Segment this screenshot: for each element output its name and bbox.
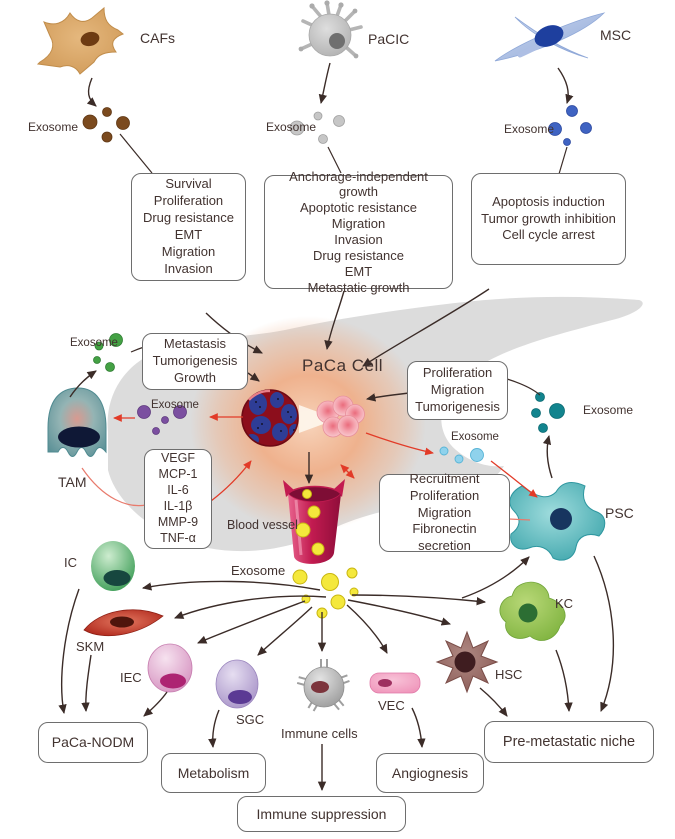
iec-cell	[147, 643, 193, 693]
immune-cell	[296, 659, 350, 712]
paca-tumor-cluster	[241, 389, 299, 447]
blood-vessel	[283, 479, 345, 564]
pacic-exosome-dots	[289, 111, 345, 144]
immune-suppression-box: Immune suppression	[237, 796, 406, 832]
skm-cell	[83, 609, 164, 637]
paca-exosome-effects-box: Recruitment Proliferation Migration Fibr…	[379, 471, 510, 553]
pacic-exosome-label: Exosome	[266, 120, 317, 134]
blood-exosome-dots	[292, 567, 359, 619]
blood-vessel-label: Blood vessel	[227, 518, 298, 532]
paca-pink-cluster	[316, 395, 365, 438]
psc-exosome-effects-box: Proliferation Migration Tumorigenesis	[407, 361, 508, 420]
ic-label: IC	[64, 555, 77, 570]
kc-cell	[499, 581, 566, 641]
pacic-effects-box: Anchorage-independent growth Apoptotic r…	[264, 169, 453, 295]
purple-exosome-label: Exosome	[151, 399, 199, 411]
red-arrows	[113, 413, 538, 502]
immune-cells-label: Immune cells	[281, 726, 358, 741]
cafs-label: CAFs	[140, 30, 175, 46]
psc-label: PSC	[605, 505, 634, 521]
paca-nodm-box: PaCa-NODM	[38, 722, 148, 763]
skm-label: SKM	[76, 639, 105, 654]
premetastatic-niche-box: Pre-metastatic niche	[484, 721, 654, 763]
purple-exosome-dots	[137, 405, 187, 435]
psc-exosome-dots	[531, 392, 565, 433]
msc-label: MSC	[600, 27, 632, 43]
metabolism-box: Metabolism	[161, 753, 266, 793]
tam-label: TAM	[58, 474, 87, 490]
lightblue-exosome-label: Exosome	[451, 431, 499, 443]
vec-label: VEC	[378, 698, 405, 713]
tam-cell	[47, 387, 107, 457]
tam-exosome-label: Exosome	[70, 337, 118, 349]
kc-label: KC	[555, 596, 574, 611]
caf-exosome-dots	[82, 107, 130, 143]
ic-cell	[91, 541, 135, 591]
msc-effects-box: Apoptosis induction Tumor growth inhibit…	[471, 173, 626, 265]
angiognesis-box: Angiognesis	[376, 753, 484, 793]
paca-cell-label: PaCa Cell	[302, 356, 384, 375]
psc-cell	[509, 482, 606, 561]
cytokines-box: VEGF MCP-1 IL-6 IL-1β MMP-9 TNF-α	[144, 449, 212, 549]
caf-exosome-label: Exosome	[28, 120, 79, 134]
caf-cell	[36, 6, 125, 75]
sgc-label: SGC	[236, 712, 265, 727]
connector-lines	[81, 133, 568, 521]
msc-cell	[494, 12, 606, 62]
blood-exosome-label: Exosome	[231, 563, 286, 578]
tam-exosome-effects-box: Metastasis Tumorigenesis Growth	[142, 333, 248, 390]
black-arrows	[58, 62, 615, 792]
hsc-label: HSC	[495, 667, 523, 682]
lightblue-exosome-dots	[439, 446, 484, 464]
msc-exosome-dots	[548, 105, 592, 146]
vec-cell	[369, 672, 421, 694]
pacic-cell	[298, 0, 363, 59]
sgc-cell	[215, 659, 259, 709]
psc-exosome-label: Exosome	[583, 403, 634, 417]
hsc-cell	[435, 630, 499, 694]
pacic-label: PaCIC	[368, 31, 410, 47]
msc-exosome-label: Exosome	[504, 122, 555, 136]
iec-label: IEC	[120, 670, 142, 685]
tumor-wedge	[299, 405, 337, 433]
tam-exosome-dots	[93, 333, 123, 372]
cafs-effects-box: Survival Proliferation Drug resistance E…	[131, 173, 246, 281]
